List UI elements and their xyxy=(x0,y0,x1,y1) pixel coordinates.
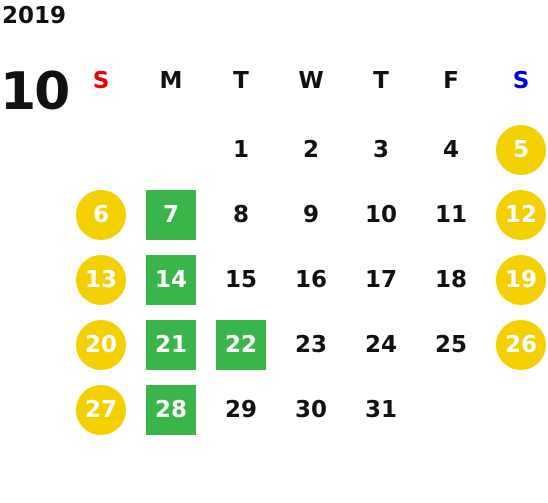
day-cell-24[interactable]: 24 xyxy=(364,332,397,358)
day-cell-13[interactable]: 13 xyxy=(76,255,126,305)
day-cell-8[interactable]: 8 xyxy=(232,202,249,228)
day-cell-11[interactable]: 11 xyxy=(434,202,467,228)
day-cell-5[interactable]: 5 xyxy=(496,125,546,175)
day-cell-2[interactable]: 2 xyxy=(302,137,319,163)
day-cell-12[interactable]: 12 xyxy=(496,190,546,240)
day-cell-16[interactable]: 16 xyxy=(294,267,327,293)
month-label: 10 xyxy=(0,62,70,122)
day-cell-27[interactable]: 27 xyxy=(76,385,126,435)
day-cell-28[interactable]: 28 xyxy=(146,385,196,435)
day-cell-17[interactable]: 17 xyxy=(364,267,397,293)
day-cell-14[interactable]: 14 xyxy=(146,255,196,305)
day-cell-15[interactable]: 15 xyxy=(224,267,257,293)
day-cell-20[interactable]: 20 xyxy=(76,320,126,370)
day-cell-26[interactable]: 26 xyxy=(496,320,546,370)
day-cell-25[interactable]: 25 xyxy=(434,332,467,358)
day-cell-19[interactable]: 19 xyxy=(496,255,546,305)
weekday-label-friday: F xyxy=(443,68,459,94)
day-cell-29[interactable]: 29 xyxy=(224,397,257,423)
day-cell-21[interactable]: 21 xyxy=(146,320,196,370)
weekday-label-tuesday: T xyxy=(233,68,249,94)
day-cell-1[interactable]: 1 xyxy=(232,137,249,163)
weekday-label-saturday: S xyxy=(512,68,530,94)
day-cell-3[interactable]: 3 xyxy=(372,137,389,163)
weekday-label-wednesday: W xyxy=(298,68,324,94)
weekday-label-sunday: S xyxy=(92,68,110,94)
day-cell-4[interactable]: 4 xyxy=(442,137,459,163)
day-cell-9[interactable]: 9 xyxy=(302,202,319,228)
year-label: 2019 xyxy=(2,3,67,29)
day-cell-6[interactable]: 6 xyxy=(76,190,126,240)
day-cell-18[interactable]: 18 xyxy=(434,267,467,293)
weekday-label-thursday: T xyxy=(373,68,389,94)
day-cell-31[interactable]: 31 xyxy=(364,397,397,423)
day-cell-7[interactable]: 7 xyxy=(146,190,196,240)
day-cell-10[interactable]: 10 xyxy=(364,202,397,228)
day-cell-23[interactable]: 23 xyxy=(294,332,327,358)
weekday-label-monday: M xyxy=(159,68,183,94)
day-cell-30[interactable]: 30 xyxy=(294,397,327,423)
day-cell-22[interactable]: 22 xyxy=(216,320,266,370)
